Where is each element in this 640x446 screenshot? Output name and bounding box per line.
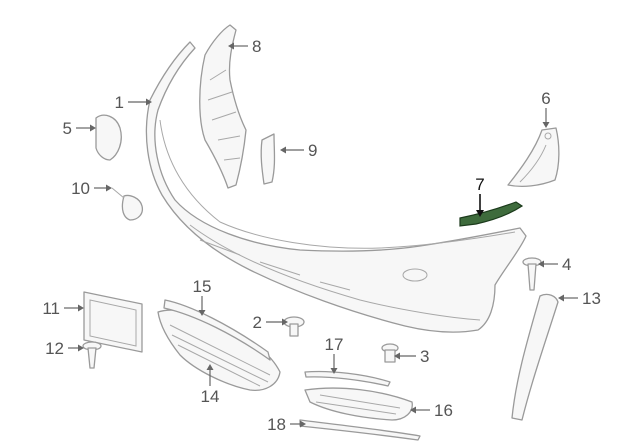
part-6-trim: [507, 127, 560, 187]
part-10-cap: [111, 187, 144, 221]
callout-8: 8: [252, 37, 261, 56]
mounting-bracket: [199, 24, 247, 189]
part-15-strip: [163, 299, 271, 361]
part-16-insert: [304, 387, 413, 421]
callout-13: 13: [582, 289, 601, 308]
part-3-clip: [381, 343, 399, 363]
part-12-screw: [82, 341, 102, 369]
callout-15: 15: [193, 277, 212, 296]
part-5-cover: [95, 114, 122, 161]
callout-10: 10: [71, 179, 90, 198]
callout-18: 18: [267, 415, 286, 434]
callout-14: 14: [201, 387, 220, 406]
part-2-clip: [283, 316, 305, 337]
callout-6: 6: [541, 89, 550, 108]
bumper-cover: [145, 41, 527, 333]
callout-9: 9: [308, 141, 317, 160]
callout-7: 7: [475, 175, 484, 194]
callout-11: 11: [42, 299, 60, 318]
callout-12: 12: [45, 339, 64, 358]
callout-2: 2: [253, 313, 262, 332]
callout-5: 5: [63, 119, 72, 138]
part-11-plate: [83, 291, 143, 353]
part-9-bracket: [260, 133, 276, 185]
callout-16: 16: [434, 401, 453, 420]
callout-4: 4: [562, 255, 571, 274]
leader-lines: [64, 42, 578, 428]
part-18-strip: [299, 419, 421, 441]
part-17-strip: [304, 370, 391, 387]
part-7-bracket: [459, 201, 524, 227]
callout-3: 3: [420, 347, 429, 366]
part-4-screw: [522, 257, 542, 291]
part-13-trim: [511, 293, 559, 421]
callout-17: 17: [325, 335, 344, 354]
callout-1: 1: [115, 93, 124, 112]
